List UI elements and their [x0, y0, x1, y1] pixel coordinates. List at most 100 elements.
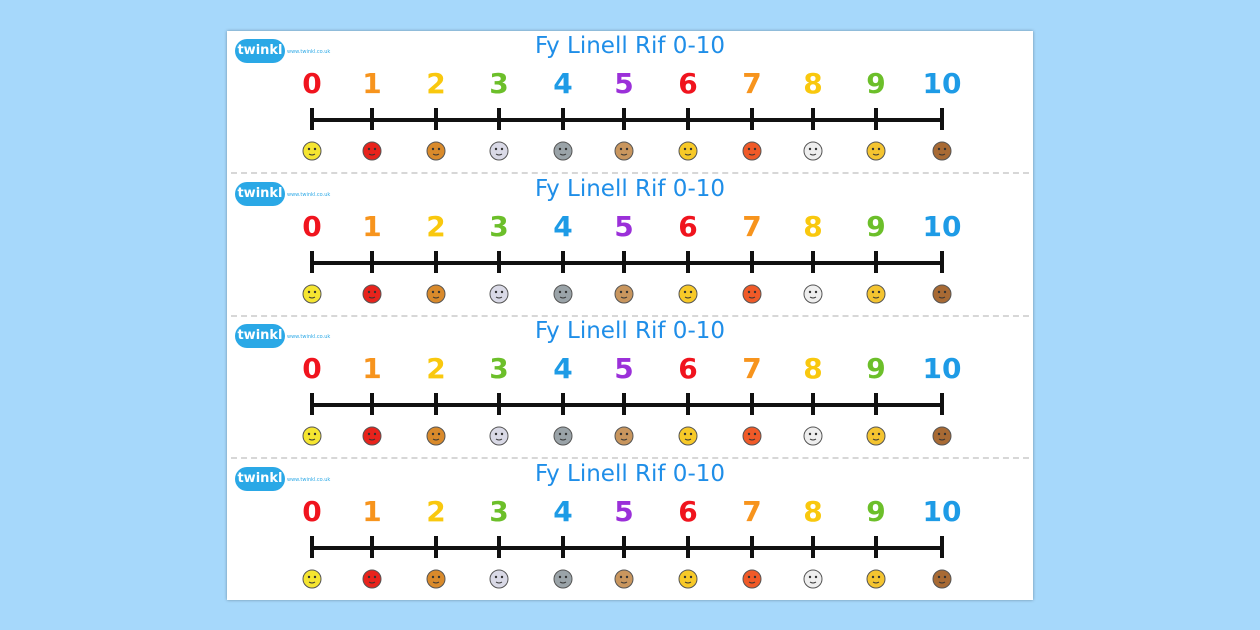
- number-label: 1: [362, 352, 382, 385]
- number-label: 5: [614, 67, 634, 100]
- tick-mark: [310, 393, 314, 415]
- rainbow-icon: [742, 284, 762, 303]
- rocket-icon: [489, 426, 509, 446]
- tick-mark: [686, 250, 690, 273]
- number-line-strip: twinkl www.twinkl.co.uk Fy Linell Rif 0-…: [227, 174, 1033, 317]
- tick-mark: [370, 393, 374, 415]
- star-icon: [302, 141, 322, 161]
- number-label: 10: [922, 67, 962, 100]
- website-url: www.twinkl.co.uk: [287, 334, 331, 340]
- cat-icon: [803, 284, 823, 303]
- number-label: 9: [866, 494, 886, 528]
- number-line-strip: twinkl www.twinkl.co.uk Fy Linell Rif 0-…: [227, 459, 1033, 602]
- tick-mark: [940, 535, 944, 558]
- number-label: 2: [426, 67, 446, 100]
- lion-icon: [426, 141, 446, 161]
- bear-icon: [932, 141, 952, 161]
- dog-icon: [614, 141, 634, 161]
- number-label: 6: [678, 209, 698, 243]
- bear-icon: [932, 569, 952, 588]
- number-label: 0: [302, 494, 322, 528]
- number-label: 2: [426, 352, 446, 385]
- tick-mark: [497, 108, 501, 130]
- number-label: 9: [866, 352, 886, 385]
- tick-mark: [940, 108, 944, 130]
- tick-mark: [750, 250, 754, 273]
- sun-icon: [678, 284, 698, 303]
- tick-mark: [497, 535, 501, 558]
- tick-mark: [750, 108, 754, 130]
- number-label: 7: [742, 494, 762, 528]
- cut-line: [231, 172, 1029, 174]
- number-label: 8: [803, 67, 823, 100]
- number-label: 0: [302, 67, 322, 100]
- number-label: 7: [742, 67, 762, 100]
- number-line-strip: twinkl www.twinkl.co.uk Fy Linell Rif 0-…: [227, 31, 1033, 174]
- robot-icon: [553, 426, 573, 446]
- number-label: 3: [489, 352, 509, 385]
- dog-icon: [614, 426, 634, 446]
- sun-icon: [678, 426, 698, 446]
- number-line: [312, 403, 940, 407]
- tick-mark: [811, 108, 815, 130]
- tick-mark: [310, 535, 314, 558]
- strip-title: Fy Linell Rif 0-10: [534, 33, 726, 59]
- number-label: 8: [803, 352, 823, 385]
- tick-mark: [434, 250, 438, 273]
- number-label: 4: [553, 67, 573, 100]
- twinkl-logo: twinkl: [235, 181, 285, 206]
- strip-title: Fy Linell Rif 0-10: [534, 460, 726, 487]
- rocket-icon: [489, 569, 509, 588]
- apple-icon: [362, 569, 382, 588]
- pencil-icon: [866, 141, 886, 161]
- number-line: [312, 545, 940, 550]
- tick-mark: [561, 250, 565, 273]
- number-label: 6: [678, 67, 698, 100]
- rainbow-icon: [742, 426, 762, 446]
- number-label: 0: [302, 352, 322, 385]
- tick-mark: [874, 250, 878, 273]
- tick-mark: [370, 535, 374, 558]
- dog-icon: [614, 569, 634, 588]
- number-label: 4: [553, 494, 573, 528]
- bear-icon: [932, 284, 952, 303]
- number-label: 10: [922, 209, 962, 243]
- tick-mark: [811, 393, 815, 415]
- tick-mark: [497, 393, 501, 415]
- strip-title: Fy Linell Rif 0-10: [534, 175, 726, 202]
- dog-icon: [614, 284, 634, 303]
- number-label: 6: [678, 494, 698, 528]
- number-label: 1: [362, 209, 382, 243]
- lion-icon: [426, 284, 446, 303]
- number-label: 7: [742, 352, 762, 385]
- number-label: 3: [489, 494, 509, 528]
- tick-mark: [686, 108, 690, 130]
- number-label: 9: [866, 209, 886, 243]
- tick-mark: [622, 250, 626, 273]
- number-label: 5: [614, 209, 634, 243]
- tick-mark: [811, 250, 815, 273]
- number-label: 7: [742, 209, 762, 243]
- tick-mark: [622, 108, 626, 130]
- twinkl-logo: twinkl: [235, 466, 285, 491]
- robot-icon: [553, 141, 573, 161]
- tick-mark: [686, 535, 690, 558]
- robot-icon: [553, 569, 573, 588]
- website-url: www.twinkl.co.uk: [287, 191, 331, 198]
- pencil-icon: [866, 569, 886, 588]
- number-label: 2: [426, 209, 446, 243]
- tick-mark: [874, 108, 878, 130]
- tick-mark: [434, 393, 438, 415]
- robot-icon: [553, 284, 573, 303]
- number-line-strip: twinkl www.twinkl.co.uk Fy Linell Rif 0-…: [227, 316, 1033, 459]
- rainbow-icon: [742, 141, 762, 161]
- number-label: 5: [614, 352, 634, 385]
- tick-mark: [370, 108, 374, 130]
- tick-mark: [940, 250, 944, 273]
- number-line: [312, 118, 940, 122]
- rocket-icon: [489, 141, 509, 161]
- bear-icon: [932, 426, 952, 446]
- cut-line: [231, 457, 1029, 459]
- number-label: 9: [866, 67, 886, 100]
- tick-mark: [497, 250, 501, 273]
